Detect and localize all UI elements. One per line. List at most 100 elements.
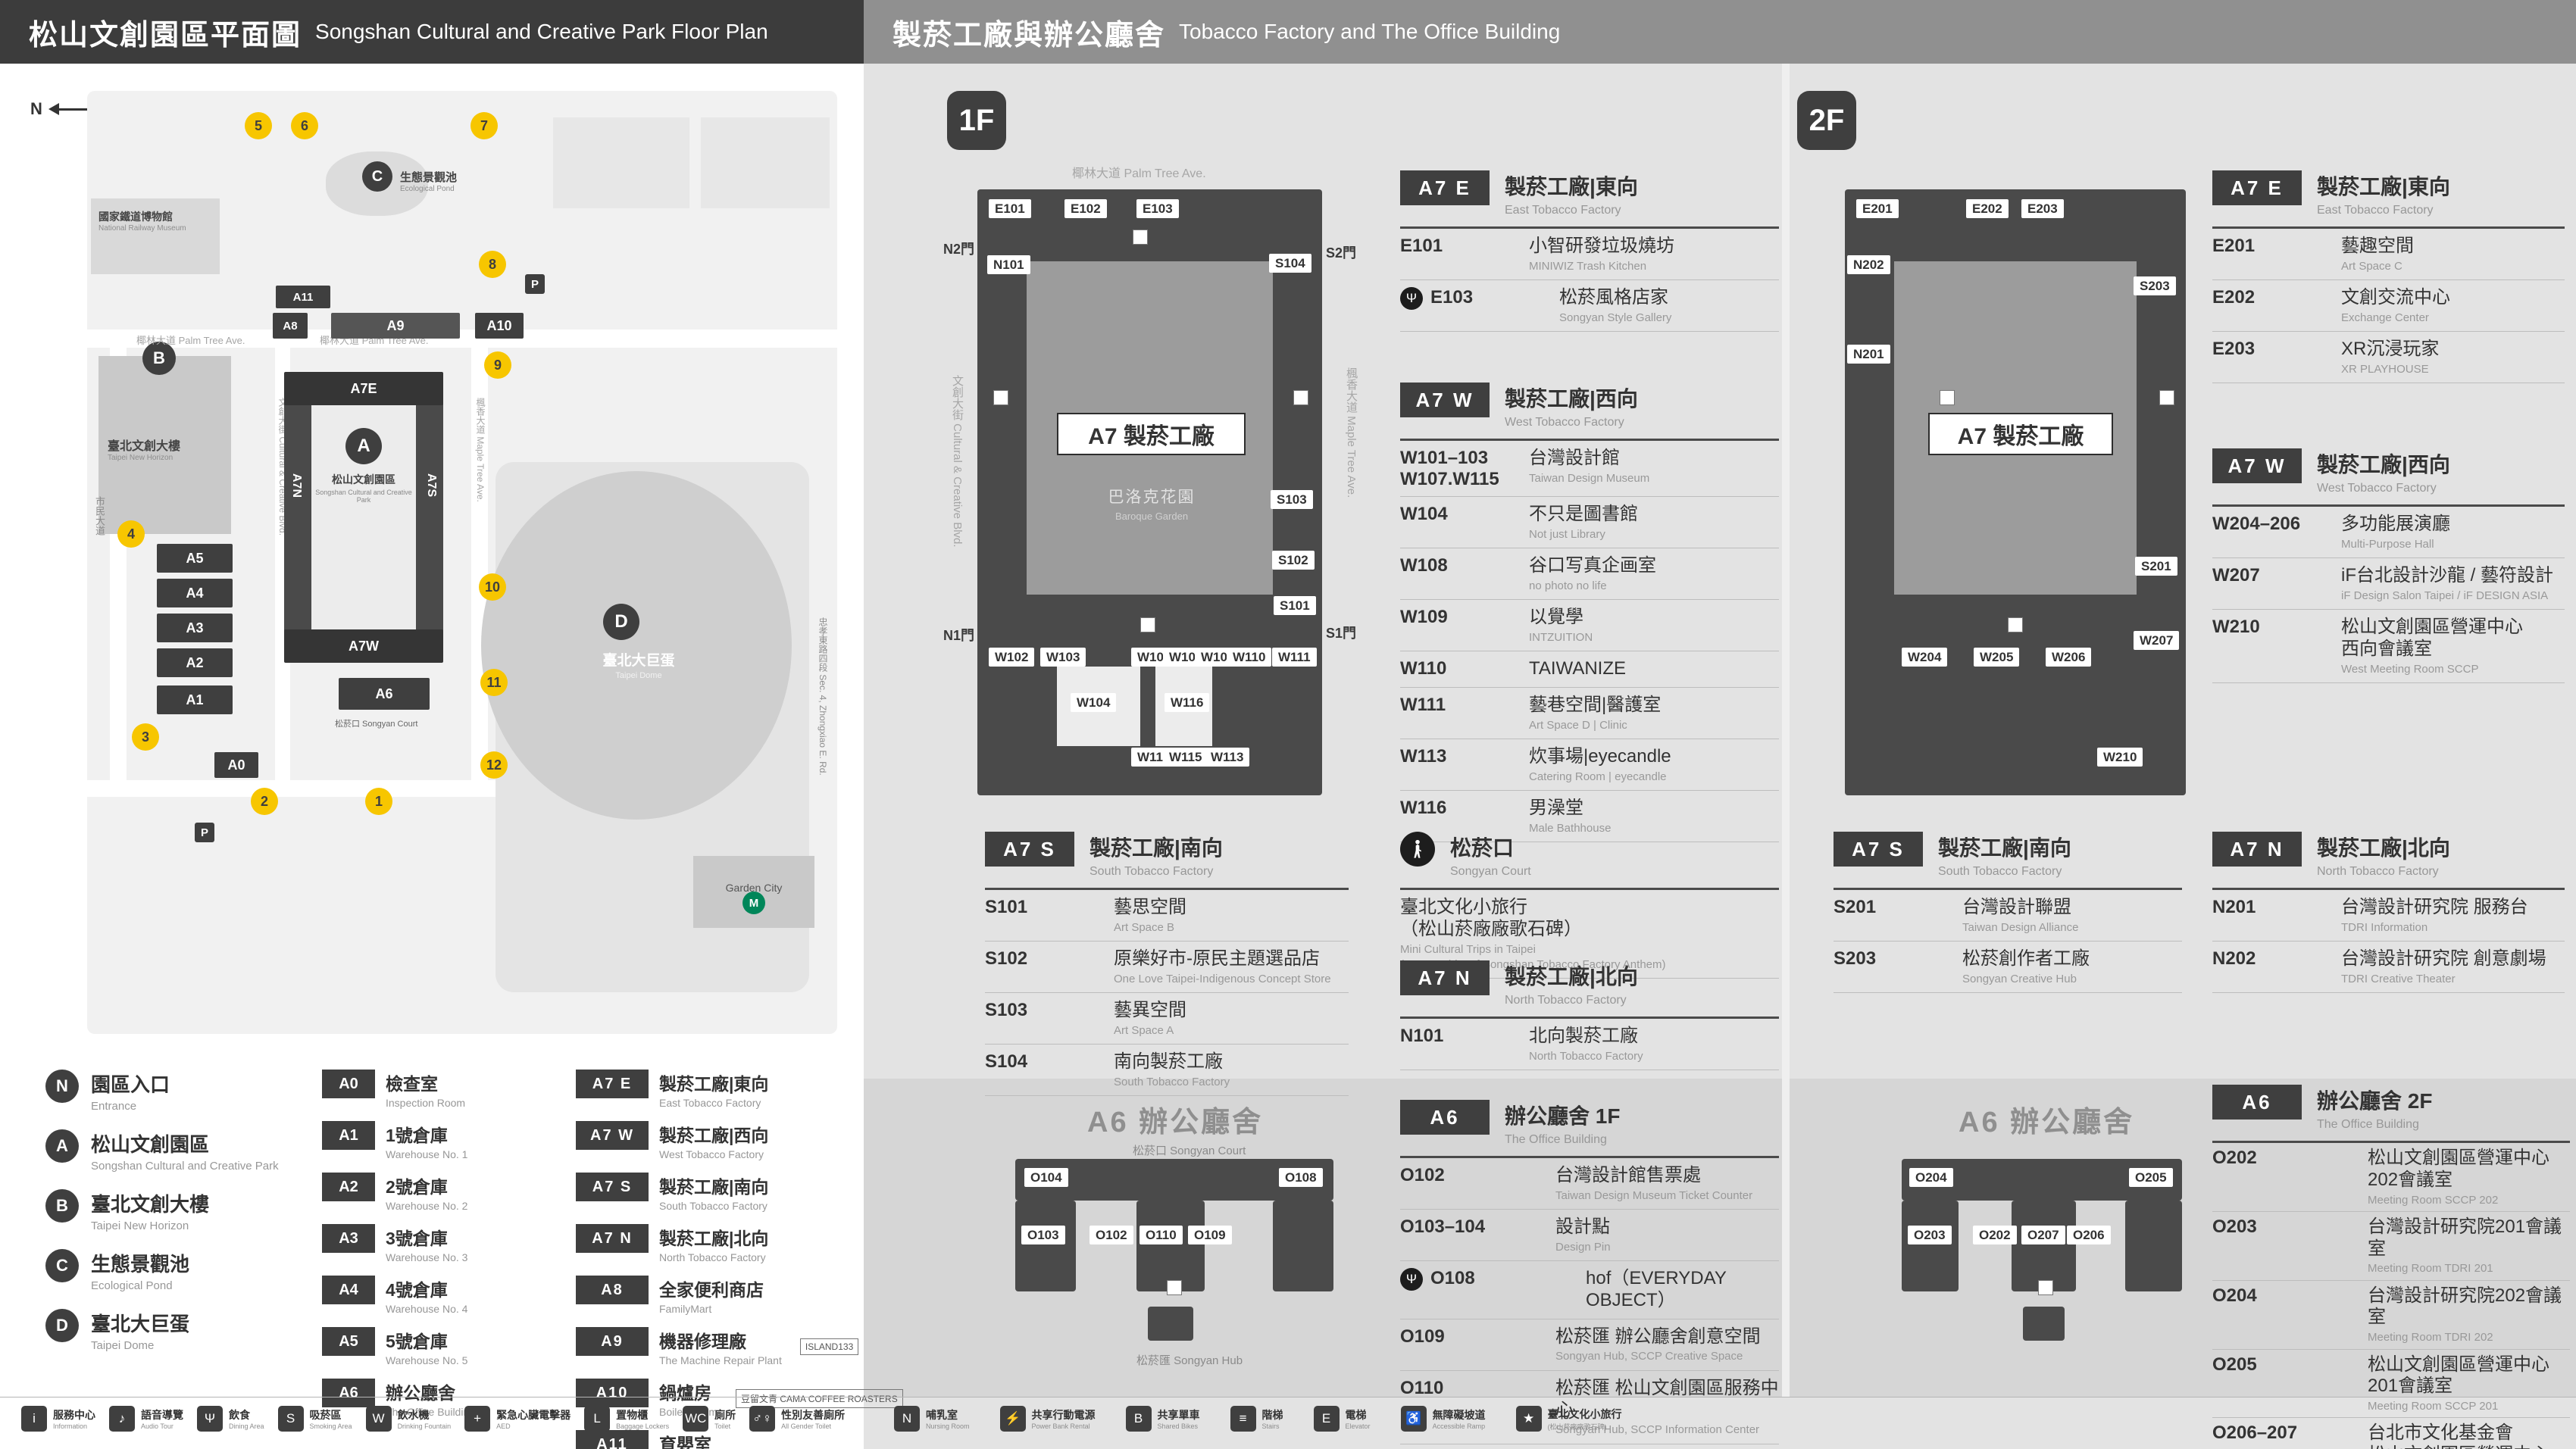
north-arrow-head	[48, 103, 59, 115]
room-name-en: Mini Cultural Trips in Taipei	[1400, 942, 1536, 956]
room-name-en: North Tobacco Factory	[1529, 1049, 1643, 1063]
room-text: 台灣設計研究院 創意劇場 TDRI Creative Theater	[2341, 948, 2546, 985]
baroque-garden-zh: 巴洛克花園	[1108, 489, 1196, 506]
room-code-1: O102	[1400, 1165, 1445, 1185]
room-code-1: N201	[2212, 897, 2256, 917]
section-titles: 製菸工廠|東向 East Tobacco Factory	[2317, 170, 2450, 217]
tenant-note-tag: 豆留文青 CAMA COFFEE ROASTERS	[736, 1388, 903, 1408]
place-text: 臺北大巨蛋 Taipei Dome	[91, 1309, 189, 1352]
room-text: 台灣設計館售票處 Taiwan Design Museum Ticket Cou…	[1555, 1165, 1752, 1202]
facility-glyph-icon: W	[365, 1406, 392, 1432]
footer-facility: N 哺乳室 Nursing Room	[894, 1406, 970, 1432]
legend-item: W111 藝巷空間|醫護室 Art Space D | Clinic	[1400, 688, 1779, 740]
room-text: XR沉浸玩家 XR PLAYHOUSE	[2341, 339, 2439, 376]
room-chip: S104	[1269, 254, 1311, 273]
facility-icon	[2038, 1280, 2053, 1295]
factory-text: 製菸工廠|東向 East Tobacco Factory	[659, 1070, 768, 1109]
legend-item: O110 松菸匯 松山文創園區服務中心 Songyan Hub, SCCP In…	[1400, 1371, 1779, 1444]
building-badge-code: A2	[339, 1178, 358, 1195]
section-items: O202 松山文創園區營運中心202會議室 Meeting Room SCCP …	[2212, 1143, 2570, 1449]
facility-zh: 語音導覽	[141, 1409, 183, 1421]
building-text: 辦公廳舍 The Office Building	[386, 1379, 475, 1418]
gate-n1-label: N1門	[943, 628, 975, 643]
legend-item: S102 原樂好市-原民主題選品店 One Love Taipei-Indige…	[985, 942, 1349, 994]
a7-1f-title-box: A7 製菸工廠	[1057, 413, 1246, 455]
new-horizon-zh: 臺北文創大樓	[108, 440, 181, 453]
facility-text: 電梯 Elevator	[1346, 1407, 1371, 1430]
facility-glyph-icon: L	[584, 1406, 611, 1432]
building-text: 3號倉庫 Warehouse No. 3	[386, 1224, 467, 1263]
legend-section-header: A7 S 製菸工廠|南向 South Tobacco Factory	[1834, 832, 2182, 890]
room-chip: W102	[989, 648, 1035, 667]
room-code: W111	[1400, 695, 1529, 716]
building-a10: A10	[475, 313, 524, 339]
section-titles: 製菸工廠|北向 North Tobacco Factory	[2317, 832, 2450, 879]
section-badge: A7 S	[985, 832, 1074, 867]
building-a11-label: A11	[292, 290, 314, 304]
building-name-en: Warehouse No. 3	[386, 1251, 468, 1263]
facility-glyph-icon: E	[1313, 1406, 1340, 1432]
legend-section-header: A7 W 製菸工廠|西向 West Tobacco Factory	[1400, 383, 1779, 441]
room-name-en: Exchange Center	[2341, 311, 2429, 324]
facility-icon	[1167, 1280, 1182, 1295]
a7w-wing-label: A7W	[349, 638, 379, 654]
maple-ave-label: 楓香大道 Maple Tree Ave.	[475, 398, 486, 502]
room-code: S101	[985, 897, 1114, 918]
room-code-1: W210	[2212, 617, 2260, 638]
room-chip: W205	[1974, 648, 2020, 667]
room-name-zh: 炊事場|eyecandle	[1529, 746, 1671, 767]
place-name-en: Taipei New Horizon	[91, 1219, 189, 1232]
room-code-1: S201	[1834, 897, 1877, 917]
room-chip: W207	[2134, 631, 2180, 650]
room-code: N201	[2212, 897, 2341, 918]
section-title-zh: 製菸工廠|北向	[1505, 965, 1638, 988]
footer-facility: ♪ 語音導覽 Audio Tour	[109, 1406, 183, 1432]
room-text: 南向製菸工廠 South Tobacco Factory	[1114, 1051, 1230, 1088]
room-name-zh: 松山文創園區營運中心202會議室	[2368, 1148, 2549, 1190]
section-badge: A7 W	[2212, 448, 2302, 483]
warehouse-a2: A2	[157, 648, 233, 677]
room-name-en: Multi-Purpose Hall	[2341, 537, 2434, 551]
item-icon: Ψ	[1400, 287, 1423, 311]
dome-label-zh: 臺北大巨蛋	[602, 653, 675, 669]
landmark-d-marker: D	[603, 604, 639, 640]
park-map: N 國家鐵道博物館 National Railway Museum C 生態景觀…	[23, 72, 841, 1060]
room-code: S104	[985, 1051, 1114, 1073]
place-badge-letter: N	[56, 1076, 68, 1095]
railway-museum-zh: 國家鐵道博物館	[98, 211, 173, 223]
facility-en: AED	[496, 1422, 511, 1430]
room-name-en: no photo no life	[1529, 579, 1607, 593]
section-titles: 製菸工廠|南向 South Tobacco Factory	[1089, 832, 1223, 879]
facility-text: 廁所 Toilet	[714, 1407, 736, 1430]
factory-text: 全家便利商店 FamilyMart	[659, 1276, 764, 1315]
room-name-zh2: 西向會議室	[2341, 638, 2432, 659]
facility-en: Dining Area	[229, 1422, 264, 1430]
sccp-label-en: Songshan Cultural and Creative Park	[315, 489, 412, 504]
room-text: 以覺學 INTZUITION	[1529, 607, 1593, 644]
floor-2f-label: 2F	[1809, 103, 1845, 137]
room-code: W207	[2212, 565, 2341, 586]
facility-text: 共享單車 Shared Bikes	[1158, 1407, 1200, 1430]
landmark-b-marker: B	[142, 342, 176, 375]
factory-badge-code: A9	[601, 1332, 624, 1350]
facility-glyph-icon: ♪	[109, 1406, 135, 1432]
factory-name-zh: 機器修理廠	[659, 1332, 746, 1351]
room-name-en: One Love Taipei-Indigenous Concept Store	[1114, 972, 1331, 985]
room-code: O108	[1430, 1268, 1586, 1289]
sccp-label: 松山文創園區 Songshan Cultural and Creative Pa…	[314, 472, 414, 504]
legend-1f-a7e: A7 E 製菸工廠|東向 East Tobacco Factory E101 小…	[1400, 170, 1779, 333]
building-name-zh: 4號倉庫	[386, 1280, 448, 1300]
factory-badge-code: A10	[596, 1384, 629, 1401]
north-label: N	[30, 99, 42, 118]
building-badge-code: A1	[339, 1126, 358, 1144]
new-horizon-block	[98, 356, 231, 534]
room-code-1: S101	[985, 897, 1028, 917]
section-title-en: The Office Building	[1505, 1133, 1607, 1146]
gate-3: 3	[132, 723, 159, 751]
room-code: O110	[1400, 1378, 1555, 1399]
room-code: N101	[1400, 1026, 1529, 1047]
facility-icon	[1133, 230, 1148, 245]
a6-hub-label: 松菸匯 Songyan Hub	[1136, 1354, 1243, 1367]
room-text: 松菸風格店家 Songyan Style Gallery	[1559, 287, 1671, 324]
legend-factory-row: A7 N 製菸工廠|北向 North Tobacco Factory	[576, 1224, 864, 1263]
